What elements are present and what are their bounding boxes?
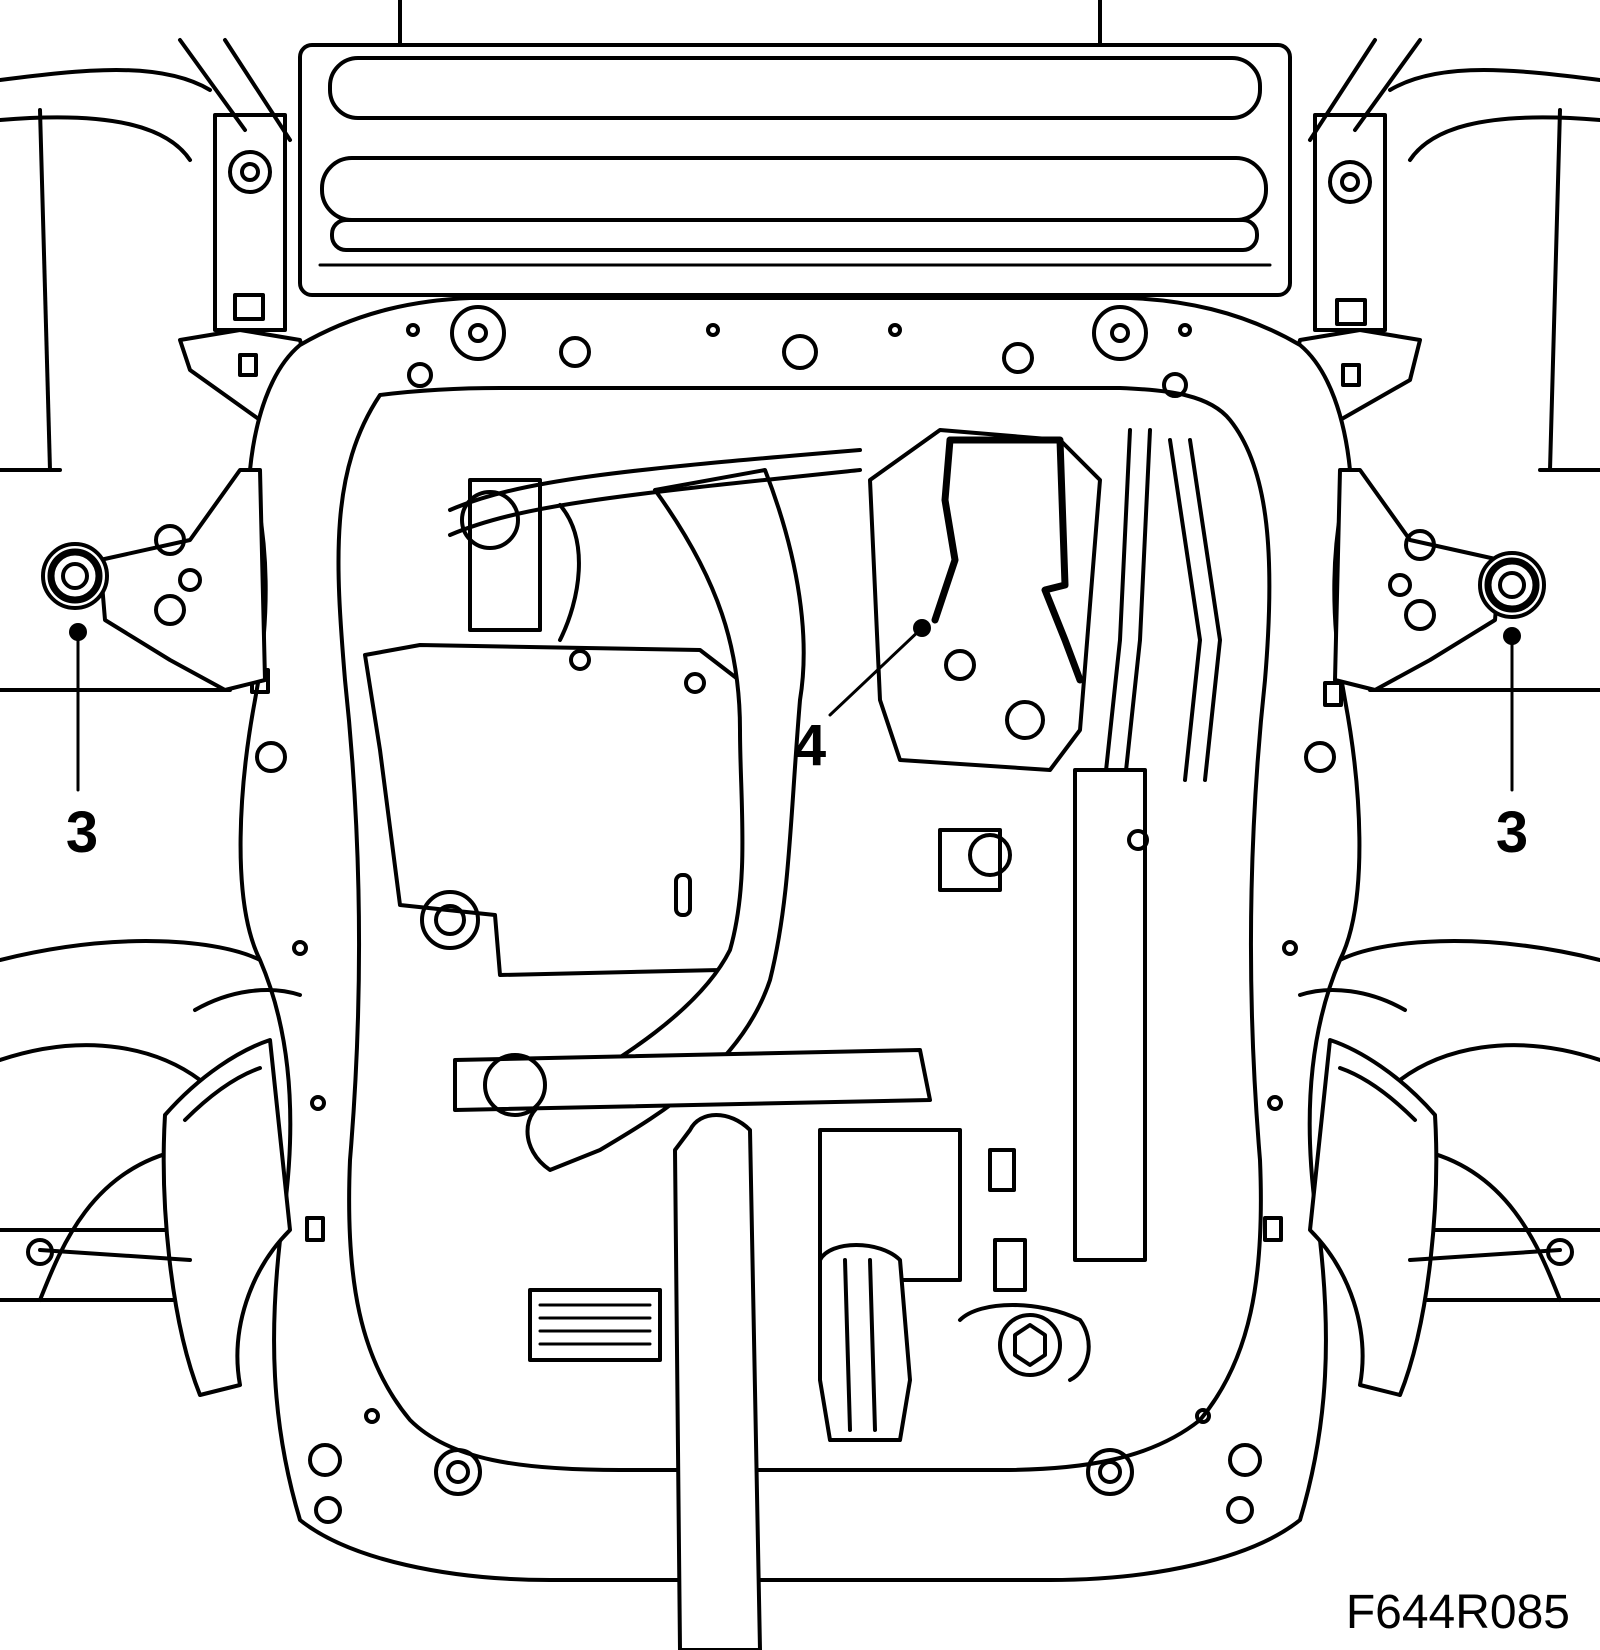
callout-4-leader (828, 626, 924, 717)
tie-rods (26, 1238, 1574, 1266)
callout-3-left-label: 3 (66, 800, 98, 865)
shift-cables (1073, 428, 1222, 1262)
heat-shield-grille (528, 1288, 662, 1362)
callout-3-right: 3 (1496, 627, 1528, 865)
transmission-housing (868, 428, 1102, 892)
radiator-core (298, 0, 1292, 297)
figure-code: F644R085 (1346, 1586, 1570, 1639)
exhaust-pipe (525, 468, 806, 1650)
gearbox-lower (818, 1128, 1027, 1442)
left-mount-ear (41, 468, 267, 692)
right-mount-ear (1333, 468, 1546, 692)
hoses (448, 448, 932, 1117)
callout-3-right-label: 3 (1496, 800, 1528, 865)
left-control-arm (161, 988, 302, 1397)
oil-pan (363, 643, 762, 977)
right-control-arm (1298, 988, 1439, 1397)
rear-torque-mount (958, 1303, 1091, 1382)
callout-3-left: 3 (66, 623, 98, 865)
callout-4: 4 (794, 619, 931, 778)
right-bracket (1288, 38, 1422, 422)
subframe (238, 296, 1362, 1582)
callout-4-label: 4 (794, 713, 826, 778)
